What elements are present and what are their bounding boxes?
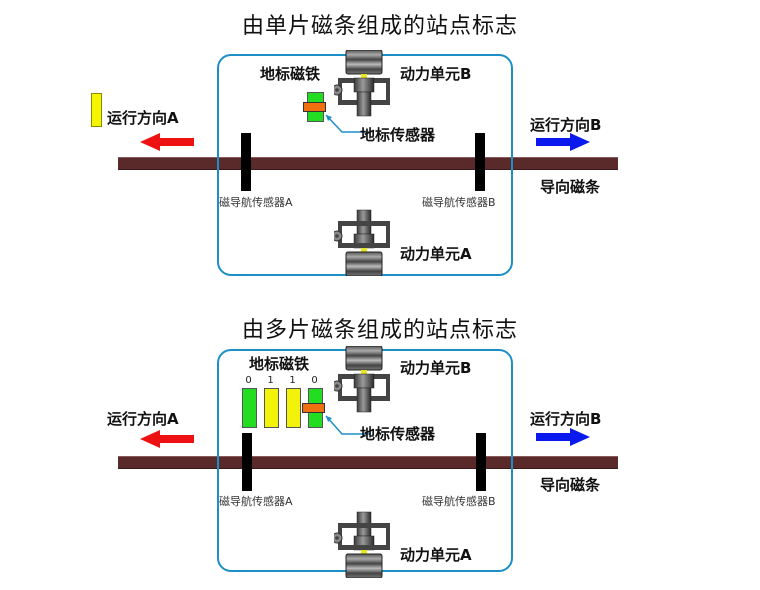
nav-sensor-b <box>476 433 486 491</box>
landmark-sensor-leader-line <box>325 114 370 133</box>
nav-sensor-a <box>241 133 251 191</box>
nav-sensor-b <box>475 133 485 191</box>
direction-b-label: 运行方向B <box>530 116 602 134</box>
landmark-sensor <box>302 403 325 413</box>
direction-b-label: 运行方向B <box>530 410 602 428</box>
magnet-bit-label: 0 <box>311 375 318 386</box>
single-magnet-station-diagram: 由单片磁条组成的站点标志 地标磁铁 动力单元B 动力单元A 地标传感器 磁导航传… <box>0 0 760 290</box>
arrow-right-icon <box>536 133 590 151</box>
landmark-magnet-label: 地标磁铁 <box>249 355 310 373</box>
nav-sensor-a <box>242 433 252 491</box>
drive-unit-a-icon <box>334 206 394 276</box>
multi-magnet-station-diagram: 由多片磁条组成的站点标志 地标磁铁 动力单元B 动力单元A 0 1 1 0 地标传感器… <box>0 300 760 590</box>
diagram-title: 由多片磁条组成的站点标志 <box>241 318 518 343</box>
nav-sensor-a-label: 磁导航传感器A <box>219 196 293 209</box>
drive-unit-a-icon <box>334 508 394 578</box>
magnet-bit-label: 0 <box>245 375 252 386</box>
landmark-sensor-label: 地标传感器 <box>360 126 436 144</box>
direction-a-label: 运行方向A <box>107 109 179 127</box>
nav-sensor-b-label: 磁导航传感器B <box>422 495 496 508</box>
magnet-bit-label: 1 <box>289 375 296 386</box>
landmark-magnet-label: 地标磁铁 <box>260 65 321 83</box>
landmark-sensor-label: 地标传感器 <box>360 425 436 443</box>
drive-unit-b-icon <box>334 50 394 120</box>
drive-unit-b-icon <box>334 346 394 416</box>
nav-sensor-b-label: 磁导航传感器B <box>422 196 496 209</box>
direction-marker-flag <box>91 93 102 127</box>
guide-strip-label: 导向磁条 <box>540 476 601 494</box>
drive-unit-b-label: 动力单元B <box>400 65 472 83</box>
arrow-right-icon <box>536 428 590 446</box>
landmark-magnet <box>242 388 257 428</box>
landmark-sensor-leader-line <box>325 415 370 435</box>
guide-strip-label: 导向磁条 <box>540 178 601 196</box>
landmark-sensor <box>303 102 326 112</box>
direction-a-label: 运行方向A <box>107 410 179 428</box>
drive-unit-b-label: 动力单元B <box>400 359 472 377</box>
nav-sensor-a-label: 磁导航传感器A <box>219 495 293 508</box>
arrow-left-icon <box>140 430 194 448</box>
landmark-magnet <box>286 388 301 428</box>
landmark-magnet <box>264 388 279 428</box>
magnet-bit-label: 1 <box>267 375 274 386</box>
drive-unit-a-label: 动力单元A <box>400 245 472 263</box>
drive-unit-a-label: 动力单元A <box>400 546 472 564</box>
arrow-left-icon <box>140 133 194 151</box>
diagram-title: 由单片磁条组成的站点标志 <box>241 14 518 39</box>
